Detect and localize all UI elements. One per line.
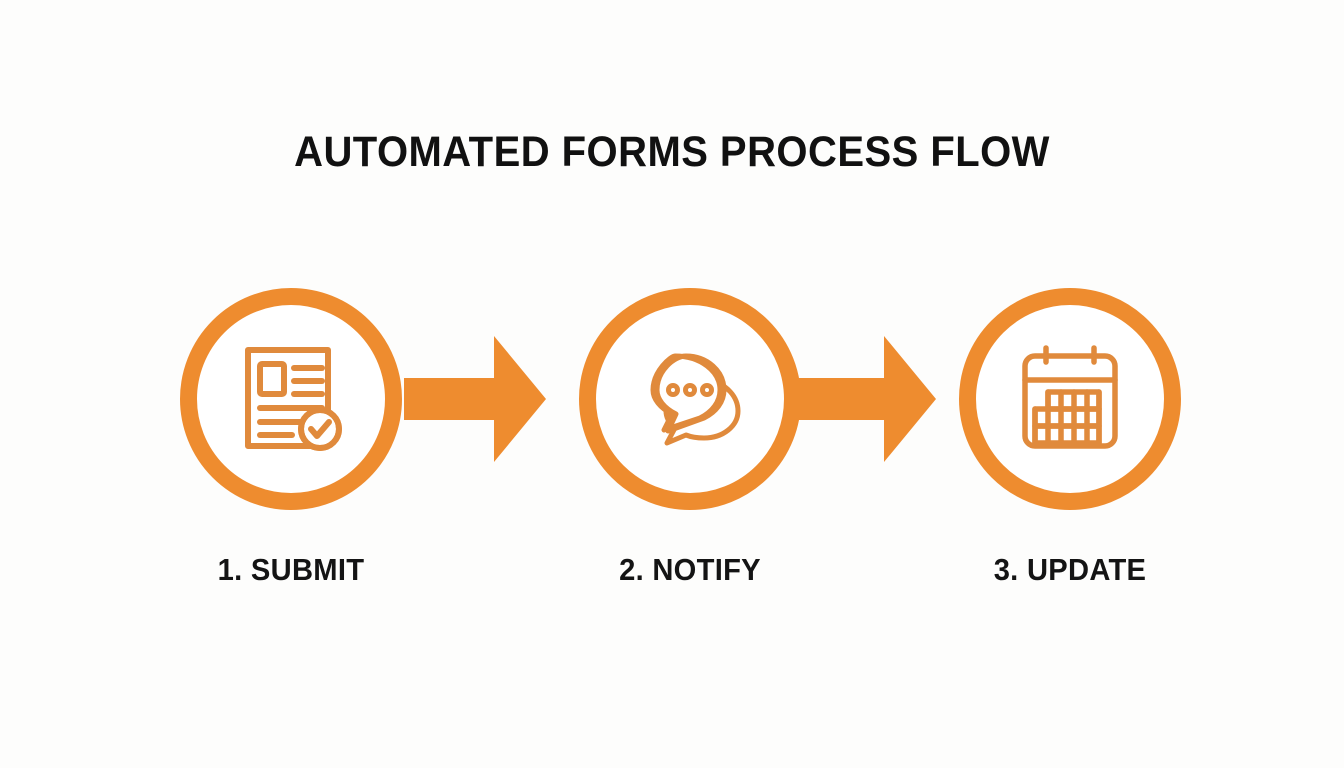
flow-step-submit[interactable] — [180, 288, 402, 510]
step-label-notify: 2. NOTIFY — [619, 552, 761, 587]
step-label-submit: 1. SUBMIT — [217, 552, 365, 587]
step-labels: 1. SUBMIT 2. NOTIFY 3. UPDATE — [0, 552, 1344, 598]
document-check-icon — [232, 340, 350, 458]
arrow-right-icon-2 — [794, 336, 936, 462]
process-flow — [0, 288, 1344, 510]
calendar-icon — [1011, 340, 1129, 458]
flow-step-update[interactable] — [959, 288, 1181, 510]
chat-bubbles-icon — [631, 340, 749, 458]
page-title: AUTOMATED FORMS PROCESS FLOW — [294, 128, 1050, 176]
arrow-right-icon-1 — [404, 336, 546, 462]
flow-step-notify[interactable] — [579, 288, 801, 510]
step-label-update: 3. UPDATE — [993, 552, 1147, 587]
